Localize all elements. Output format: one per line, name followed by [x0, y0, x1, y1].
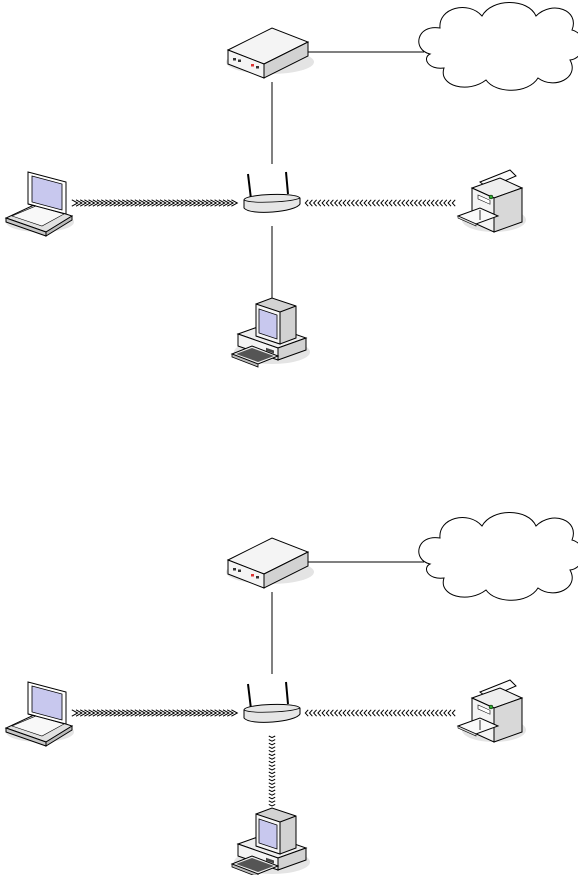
router-icon — [244, 172, 300, 212]
link-router-laptop — [72, 710, 238, 716]
cloud-icon — [419, 513, 578, 601]
router-icon — [244, 682, 300, 722]
network-diagram-top — [6, 3, 578, 368]
network-diagram-bottom — [6, 513, 578, 875]
link-router-desktop — [269, 736, 275, 806]
link-router-laptop — [72, 200, 238, 206]
cloud-icon — [419, 3, 578, 91]
link-router-printer — [305, 710, 455, 716]
link-router-printer — [305, 200, 455, 206]
